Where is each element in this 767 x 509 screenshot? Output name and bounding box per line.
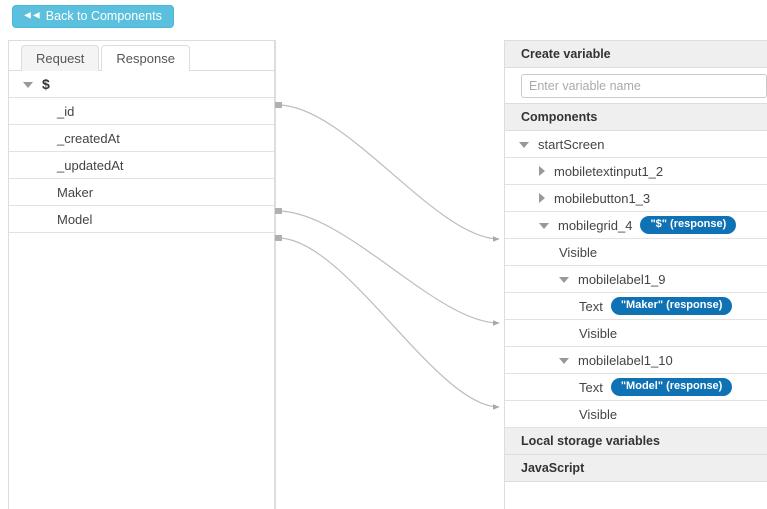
back-to-components-label: Back to Components <box>45 9 162 24</box>
component-label: mobilebutton1_3 <box>554 190 651 206</box>
tree-item-label: Model <box>57 211 93 227</box>
create-variable-row <box>505 68 767 104</box>
property-label: Text <box>579 379 603 395</box>
chevron-down-icon[interactable] <box>519 142 529 148</box>
tree-item-root[interactable]: $ <box>9 71 274 98</box>
component-row-mobiletextinput1-2[interactable]: mobiletextinput1_2 <box>505 158 767 185</box>
component-row-mobilelabel1-9-visible[interactable]: Visible <box>505 320 767 347</box>
binding-badge[interactable]: "$" (response) <box>640 216 737 234</box>
chevron-down-icon[interactable] <box>539 223 549 229</box>
connector-source-handle[interactable] <box>275 208 282 214</box>
response-tree: $ _id _createdAt _updatedAt Maker Model <box>9 71 274 233</box>
local-storage-variables-header[interactable]: Local storage variables <box>505 428 767 455</box>
component-label: mobilelabel1_10 <box>578 352 673 368</box>
connector-model-to-label10-text <box>277 237 500 410</box>
tab-request-label: Request <box>36 51 85 66</box>
component-row-mobilegrid-4-visible[interactable]: Visible <box>505 239 767 266</box>
component-row-mobilebutton1-3[interactable]: mobilebutton1_3 <box>505 185 767 212</box>
component-label: mobilegrid_4 <box>558 217 633 233</box>
component-row-mobilelabel1-10-text[interactable]: Text "Model" (response) <box>505 374 767 401</box>
tab-request[interactable]: Request <box>21 45 100 71</box>
connector-source-handle[interactable] <box>275 235 282 241</box>
rewind-double-left-icon: ◄◄ <box>22 9 42 22</box>
component-row-mobilelabel1-9[interactable]: mobilelabel1_9 <box>505 266 767 293</box>
component-row-mobilelabel1-9-text[interactable]: Text "Maker" (response) <box>505 293 767 320</box>
tree-item-label: _id <box>57 103 75 119</box>
connector-lines <box>275 102 500 410</box>
tree-item-maker[interactable]: Maker <box>9 179 274 206</box>
back-to-components-button[interactable]: ◄◄ Back to Components <box>12 5 174 28</box>
property-label: Visible <box>579 406 618 422</box>
connector-source-handle[interactable] <box>275 102 282 108</box>
property-label: Visible <box>579 325 618 341</box>
chevron-down-icon[interactable] <box>559 358 569 364</box>
chevron-right-icon[interactable] <box>539 166 545 176</box>
component-row-mobilelabel1-10-visible[interactable]: Visible <box>505 401 767 428</box>
component-label: startScreen <box>538 136 605 152</box>
tree-item-label: Maker <box>57 184 94 200</box>
tree-item-createdat[interactable]: _createdAt <box>9 125 274 152</box>
property-label: Text <box>579 298 603 314</box>
tree-item-label: $ <box>42 76 50 92</box>
tree-item-model[interactable]: Model <box>9 206 274 233</box>
property-label: Visible <box>559 244 598 260</box>
request-response-tabs: Request Response <box>9 41 274 72</box>
component-row-mobilelabel1-10[interactable]: mobilelabel1_10 <box>505 347 767 374</box>
tree-item-id[interactable]: _id <box>9 98 274 125</box>
component-row-startscreen[interactable]: startScreen <box>505 131 767 158</box>
tab-response[interactable]: Response <box>101 45 190 72</box>
response-panel: Request Response $ _id _createdAt _updat… <box>8 40 275 509</box>
tab-response-label: Response <box>116 51 175 66</box>
javascript-header[interactable]: JavaScript <box>505 455 767 482</box>
connector-maker-to-label9-text <box>277 210 500 326</box>
binding-badge[interactable]: "Model" (response) <box>610 378 733 396</box>
component-label: mobiletextinput1_2 <box>554 163 664 179</box>
mapping-canvas <box>275 40 505 509</box>
tree-item-label: _updatedAt <box>57 157 124 173</box>
chevron-right-icon[interactable] <box>539 193 545 203</box>
connector-dollar-to-mobilegrid4 <box>277 104 500 242</box>
chevron-down-icon[interactable] <box>23 82 33 88</box>
components-header: Components <box>505 104 767 131</box>
tree-item-updatedat[interactable]: _updatedAt <box>9 152 274 179</box>
binding-badge[interactable]: "Maker" (response) <box>610 297 733 315</box>
create-variable-header: Create variable <box>505 41 767 68</box>
components-panel: Create variable Components startScreen m… <box>505 40 767 509</box>
tree-item-label: _createdAt <box>57 130 120 146</box>
component-label: mobilelabel1_9 <box>578 271 666 287</box>
variable-name-input[interactable] <box>521 73 767 98</box>
chevron-down-icon[interactable] <box>559 277 569 283</box>
component-row-mobilegrid-4[interactable]: mobilegrid_4 "$" (response) <box>505 212 767 239</box>
